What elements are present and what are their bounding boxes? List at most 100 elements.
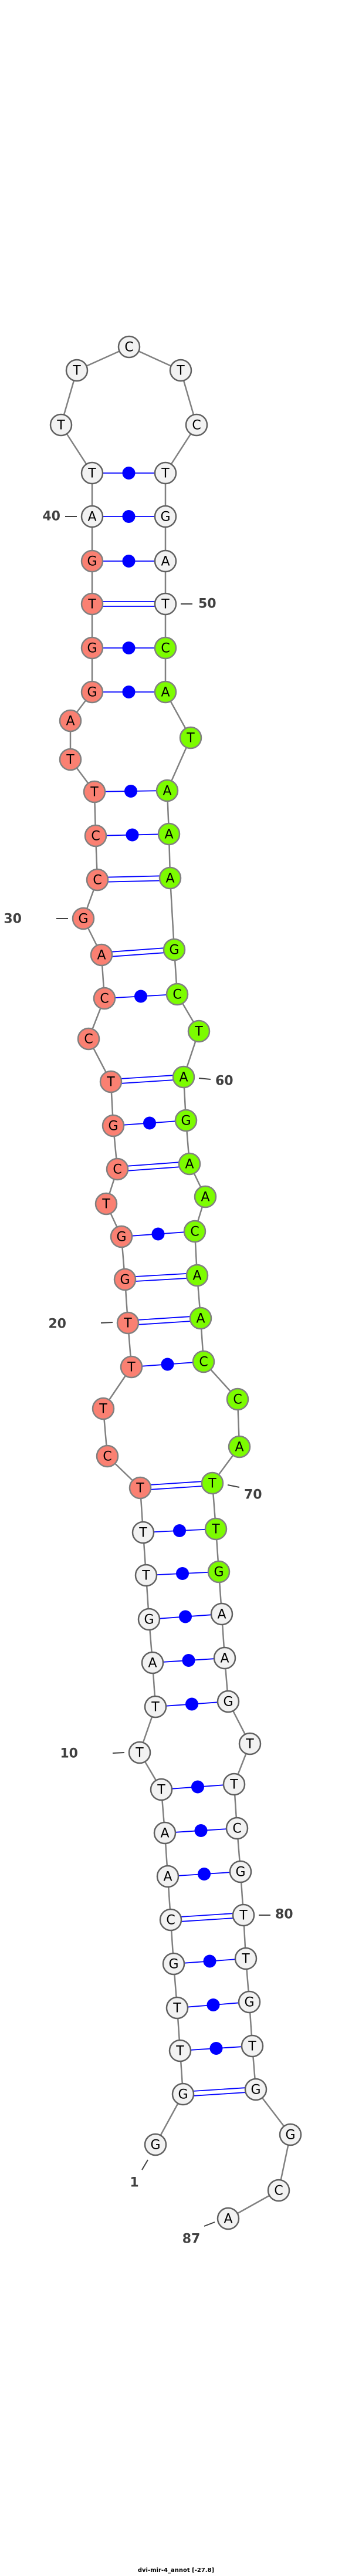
nucleotide-18: T <box>92 1397 115 1420</box>
nucleotide-78: C <box>225 1817 249 1840</box>
nucleotide-letter: T <box>239 1909 248 1923</box>
nucleotide-2: G <box>171 2082 195 2106</box>
nucleotide-letter: C <box>84 1032 93 1047</box>
nucleotide-circle <box>158 866 182 890</box>
nucleotide-83: T <box>241 2034 264 2058</box>
nucleotide-letter: T <box>176 364 185 379</box>
nucleotide-31: C <box>86 868 109 892</box>
nucleotide-22: G <box>110 1225 133 1248</box>
nucleotide-letter: T <box>157 1783 165 1798</box>
nucleotide-circle <box>131 1521 155 1544</box>
nucleotide-10: T <box>128 1741 151 1764</box>
nucleotide-letter: G <box>116 1230 126 1245</box>
nucleotide-letter: T <box>56 418 65 433</box>
nucleotide-letter: A <box>161 686 170 700</box>
nucleotide-27: C <box>77 1027 100 1051</box>
nucleotide-circle <box>80 680 104 704</box>
nucleotide-letter: T <box>136 1481 144 1496</box>
nucleotide-13: G <box>137 1608 161 1631</box>
gc-pair-line <box>111 947 164 953</box>
nucleotides: GGTTGCAATTTAGTTTCTTTGGTCGTCCAGCCTTAGGTGA… <box>49 335 302 2230</box>
nucleotide-letter: G <box>78 912 88 927</box>
nucleotide-1: G <box>144 2133 167 2156</box>
nucleotide-86: C <box>267 2179 290 2202</box>
nucleotide-letter: A <box>217 1608 226 1622</box>
pair-dot <box>151 1227 165 1241</box>
nucleotide-24: C <box>106 1157 129 1181</box>
pair-dot <box>209 2042 223 2055</box>
backbone <box>60 346 292 2220</box>
nucleotide-letter: T <box>211 1522 220 1537</box>
nucleotide-77: T <box>222 1773 246 1796</box>
nucleotide-circle <box>187 1019 211 1043</box>
nucleotide-11: T <box>144 1695 167 1719</box>
nucleotide-letter: G <box>244 1996 254 2010</box>
nucleotide-letter: G <box>169 943 179 958</box>
nucleotide-59: T <box>187 1019 211 1043</box>
position-label-87: 87 <box>182 2232 201 2247</box>
nucleotide-letter: T <box>248 2040 256 2054</box>
label-tick <box>100 1322 113 1324</box>
nucleotide-57: G <box>163 938 186 961</box>
pair-dot <box>143 1116 156 1130</box>
nucleotide-81: T <box>234 1947 258 1970</box>
nucleotide-circle <box>207 1560 231 1584</box>
nucleotide-75: G <box>216 1690 240 1713</box>
gc-pair-line <box>136 1278 187 1282</box>
nucleotide-letter: G <box>235 1865 245 1880</box>
nucleotide-letter: T <box>172 2001 181 2016</box>
nucleotide-circle <box>117 335 141 359</box>
nucleotide-54: A <box>155 779 179 802</box>
nucleotide-67: C <box>192 1350 215 1373</box>
nucleotide-circle <box>86 868 109 892</box>
nucleotide-circle <box>92 1397 115 1420</box>
nucleotide-41: T <box>80 461 104 485</box>
nucleotide-letter: G <box>108 1119 118 1134</box>
pair-dot <box>122 510 136 523</box>
gc-pair-line <box>135 1273 187 1277</box>
nucleotide-letter: A <box>87 510 96 525</box>
nucleotide-letter: A <box>179 1071 188 1085</box>
nucleotide-letter: T <box>99 1402 107 1417</box>
nucleotide-letter: T <box>87 467 96 481</box>
nucleotide-30: G <box>72 907 95 930</box>
nucleotide-circle <box>96 1444 119 1468</box>
nucleotide-16: T <box>128 1476 152 1500</box>
pair-dot <box>198 1868 211 1880</box>
nucleotide-letter: G <box>214 1565 224 1580</box>
nucleotide-letter: G <box>181 1114 191 1129</box>
nucleotide-circle <box>141 1651 164 1674</box>
nucleotide-letter: C <box>233 1393 242 1407</box>
nucleotide-circle <box>204 1517 228 1541</box>
nucleotide-circle <box>101 1114 125 1137</box>
nucleotide-circle <box>80 505 104 528</box>
nucleotide-62: A <box>178 1152 201 1176</box>
nucleotide-circle <box>49 413 73 437</box>
position-label-1: 1 <box>130 2176 138 2190</box>
nucleotide-circle <box>154 592 177 616</box>
pair-dot <box>126 828 139 842</box>
pair-dot <box>182 1654 195 1667</box>
nucleotide-circle <box>189 1306 212 1330</box>
nucleotide-circle <box>201 1471 224 1495</box>
position-label-70: 70 <box>244 1488 262 1503</box>
gc-pair-line <box>108 880 160 883</box>
nucleotide-56: A <box>158 866 182 890</box>
base-pairs <box>103 467 246 2096</box>
nucleotide-circle <box>134 1564 158 1587</box>
gc-pair-line <box>121 1079 174 1084</box>
gc-pair-line <box>112 952 164 957</box>
nucleotide-4: T <box>165 1996 189 2020</box>
pair-dot <box>179 1610 192 1623</box>
nucleotide-28: C <box>93 987 116 1010</box>
label-tick <box>227 1484 240 1488</box>
pair-dot <box>122 467 136 480</box>
nucleotide-letter: A <box>160 1827 169 1841</box>
gc-pair-line <box>138 1321 191 1325</box>
nucleotide-letter: T <box>101 1197 110 1212</box>
pair-dot <box>203 1954 216 1968</box>
pair-dot <box>161 1358 174 1371</box>
position-label-60: 60 <box>215 1074 233 1089</box>
nucleotide-circle <box>228 1435 251 1459</box>
nucleotide-letter: T <box>161 597 170 612</box>
